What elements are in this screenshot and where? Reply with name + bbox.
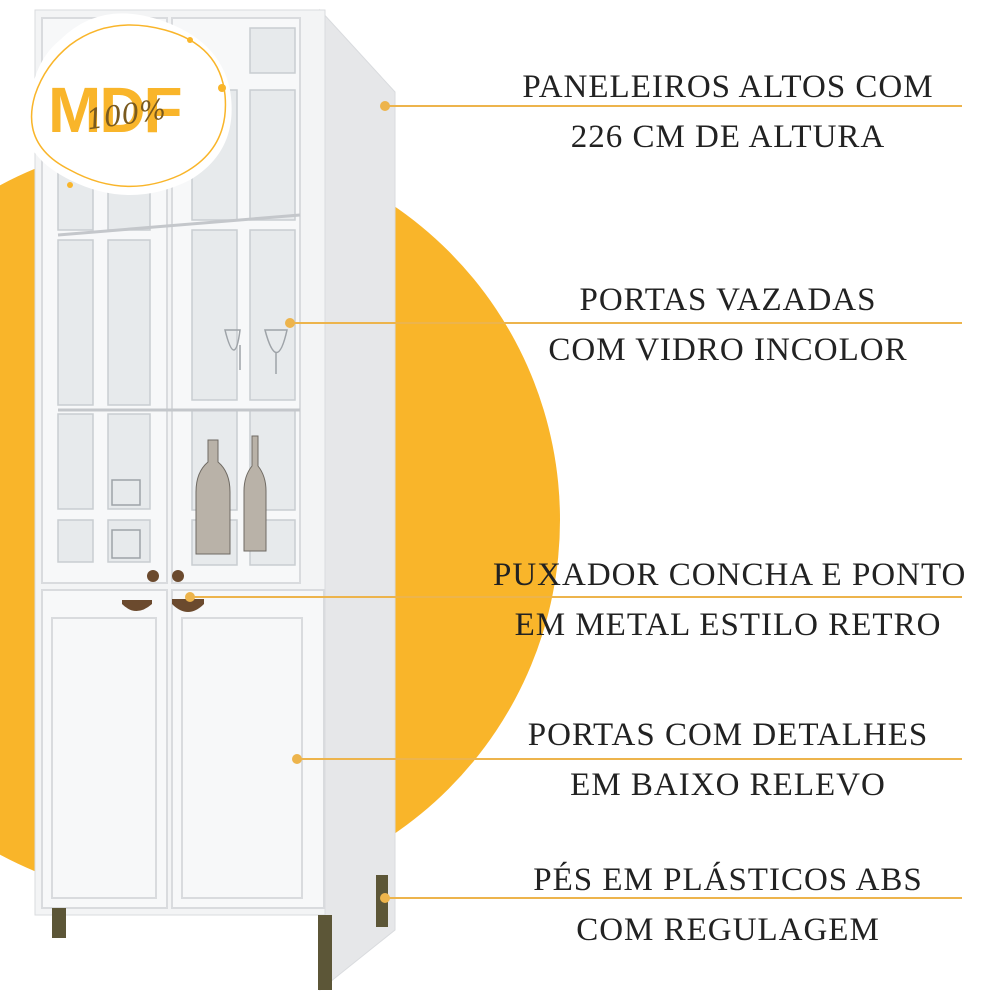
feature-feet: PÉS EM PLÁSTICOS ABS COM REGULAGEM [508, 855, 948, 955]
mdf-brand-text: MDF [48, 74, 183, 146]
feature-line: PORTAS VAZADAS [579, 282, 877, 318]
round-knob [172, 570, 184, 582]
cabinet-side-panel [319, 8, 396, 992]
lower-right-door [171, 589, 325, 909]
feature-line: EM BAIXO RELEVO [570, 767, 886, 803]
feature-line: EM METAL ESTILO RETRO [514, 607, 942, 643]
feature-line: PUXADOR CONCHA E PONTO [493, 557, 967, 593]
feature-handles: PUXADOR CONCHA E PONTO EM METAL ESTILO R… [493, 550, 967, 650]
mdf-badge: MDF 100% [24, 20, 234, 195]
feature-line: COM VIDRO INCOLOR [548, 332, 908, 368]
glassware-decor [111, 329, 288, 559]
feature-glass-doors: PORTAS VAZADAS COM VIDRO INCOLOR [508, 275, 948, 375]
feature-line: PÉS EM PLÁSTICOS ABS [533, 862, 923, 898]
cup-handle [172, 599, 204, 612]
feature-height: PANELEIROS ALTOS COM 226 CM DE ALTURA [508, 62, 948, 162]
leader-lines [185, 101, 962, 903]
cabinet-foot [318, 915, 332, 990]
feature-line: PANELEIROS ALTOS COM [522, 69, 934, 105]
feature-line: 226 CM DE ALTURA [570, 119, 886, 155]
cabinet-foot [52, 908, 66, 938]
lower-left-door [41, 589, 168, 909]
feature-relief-doors: PORTAS COM DETALHES EM BAIXO RELEVO [508, 710, 948, 810]
round-knob [147, 570, 159, 582]
feature-line: PORTAS COM DETALHES [527, 717, 929, 753]
shelf-line [57, 213, 301, 237]
cup-handle [122, 600, 152, 611]
lower-left-door-relief [51, 617, 157, 899]
feature-line: COM REGULAGEM [576, 912, 880, 948]
mdf-badge-blob [25, 13, 232, 196]
